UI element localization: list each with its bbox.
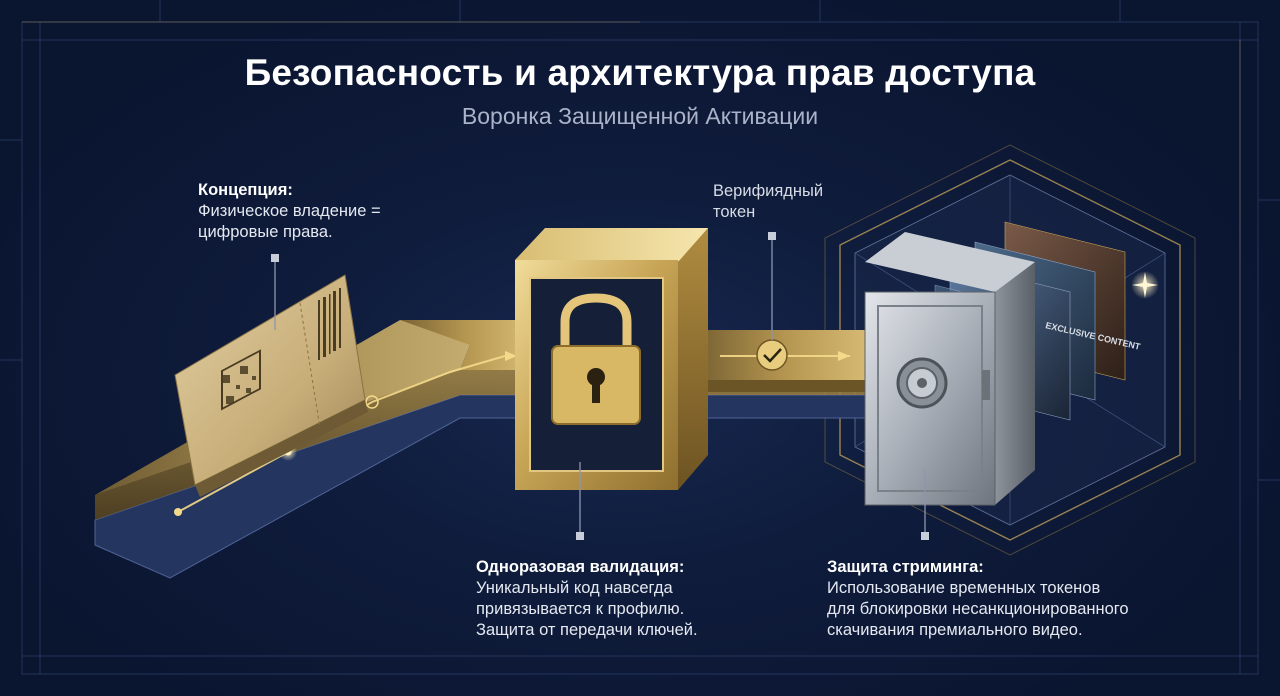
callout-token: Верифиядный токен [713, 181, 873, 223]
callout-token-line: токен [713, 203, 756, 221]
lock-icon [551, 293, 641, 425]
callout-validation-heading: Одноразовая валидация: [476, 558, 685, 576]
page-title: Безопасность и архитектура прав доступа [244, 52, 1036, 93]
callout-validation-line: Уникальный код навсегда [476, 579, 673, 597]
callout-streaming-heading: Защита стриминга: [827, 558, 984, 576]
callout-validation-line: привязывается к профилю. [476, 600, 685, 618]
ticket-illustration [174, 274, 368, 497]
callout-concept-line: Физическое владение = [198, 202, 381, 220]
callout-streaming-line: скачивания премиального видео. [827, 621, 1083, 639]
callout-connectors [271, 232, 929, 540]
callout-concept-heading: Концепция: [198, 181, 293, 199]
callout-streaming: Защита стриминга: Использование временны… [827, 557, 1247, 641]
qr-code-icon [221, 349, 261, 411]
page-subtitle: Воронка Защищенной Активации [461, 103, 819, 129]
lock-cube-illustration [515, 228, 708, 490]
callout-streaming-line: для блокировки несанкционированного [827, 600, 1129, 618]
callout-concept: Концепция: Физическое владение = цифровы… [198, 180, 458, 243]
callout-validation-line: Защита от передачи ключей. [476, 621, 698, 639]
token-check-icon [756, 339, 788, 371]
callout-validation: Одноразовая валидация: Уникальный код на… [476, 557, 796, 641]
vault-illustration: EXCLUSIVE CONTENT [864, 221, 1159, 506]
callout-token-line: Верифиядный [713, 182, 824, 200]
callout-concept-line: цифровые права. [198, 223, 333, 241]
callout-streaming-line: Использование временных токенов [827, 579, 1101, 597]
safe-dial-icon [896, 357, 948, 409]
